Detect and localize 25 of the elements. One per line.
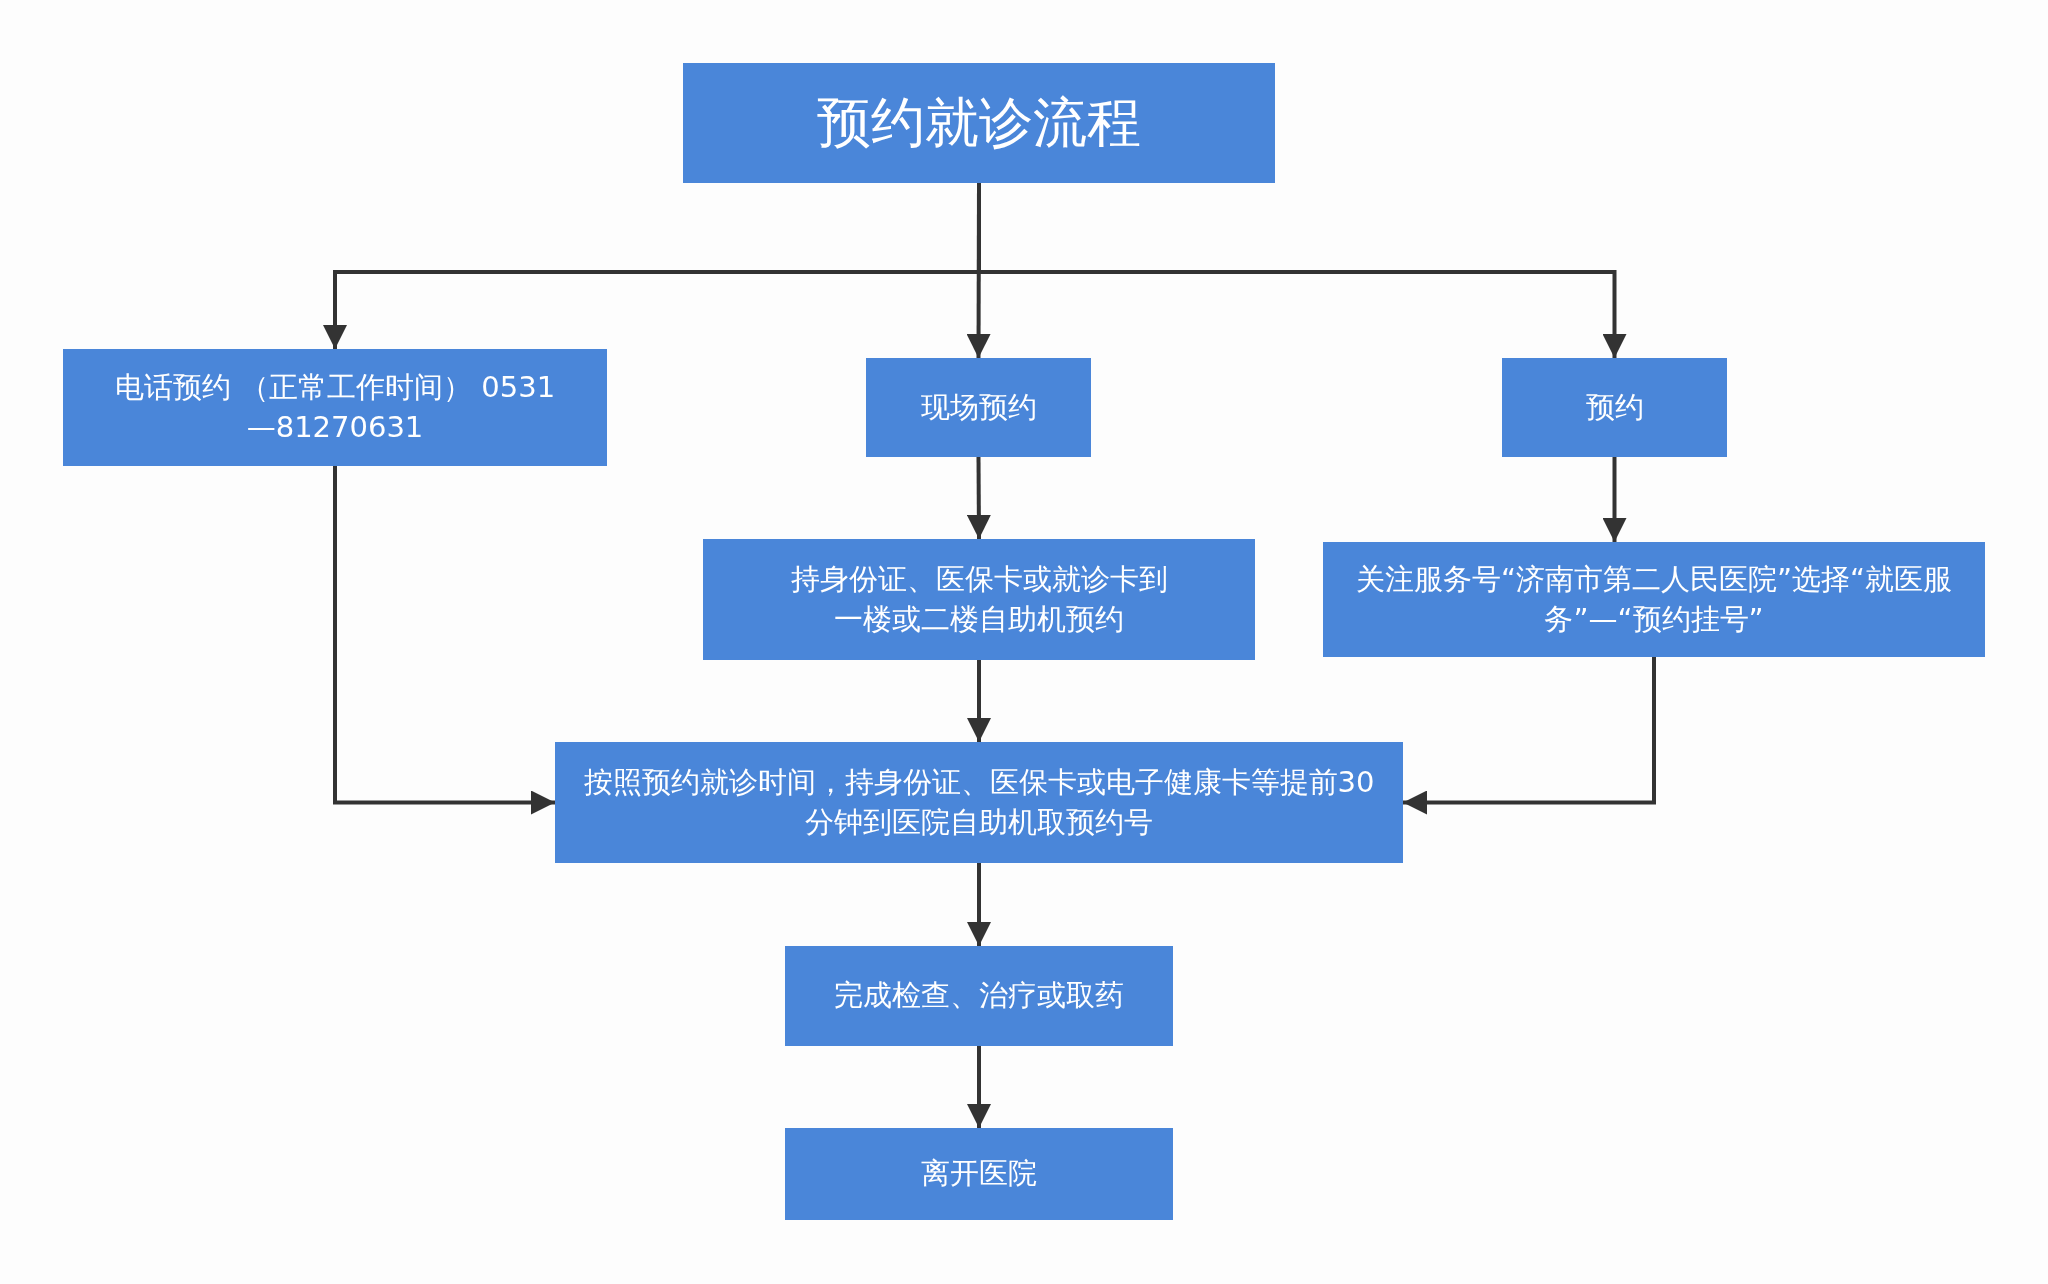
- arrow: [1403, 657, 1656, 815]
- arrow: [967, 863, 991, 946]
- title-box: [683, 63, 1275, 183]
- process-box: [1323, 542, 1985, 657]
- process-box: [785, 1128, 1173, 1220]
- process-box: [1502, 358, 1727, 457]
- step-text: 电话预约 （正常工作时间） 0531—81270631: [113, 369, 557, 446]
- arrow: [967, 1046, 991, 1128]
- step-text: 按照预约就诊时间，持身份证、医保卡或电子健康卡等提前30分钟到医院自助机取预约号: [582, 764, 1376, 841]
- step-text: 离开医院: [921, 1155, 1037, 1193]
- process-box: [555, 742, 1403, 863]
- arrow: [966, 457, 991, 539]
- step-text: 持身份证、医保卡或就诊卡到一楼或二楼自助机预约: [789, 561, 1169, 638]
- arrow: [1602, 457, 1627, 542]
- arrow: [333, 466, 555, 815]
- arrow: [967, 660, 991, 742]
- process-box: [703, 539, 1255, 660]
- step-text: 现场预约: [920, 388, 1037, 426]
- step-text: 预约: [1585, 388, 1644, 426]
- process-box: [63, 349, 607, 466]
- process-box: [785, 946, 1173, 1046]
- step-text: 完成检查、治疗或取药: [834, 977, 1124, 1015]
- step-text: 关注服务号“济南市第二人民医院”选择“就医服务”—“预约挂号”: [1354, 561, 1954, 638]
- process-box: [866, 358, 1091, 457]
- title-text: 预约就诊流程: [817, 89, 1141, 156]
